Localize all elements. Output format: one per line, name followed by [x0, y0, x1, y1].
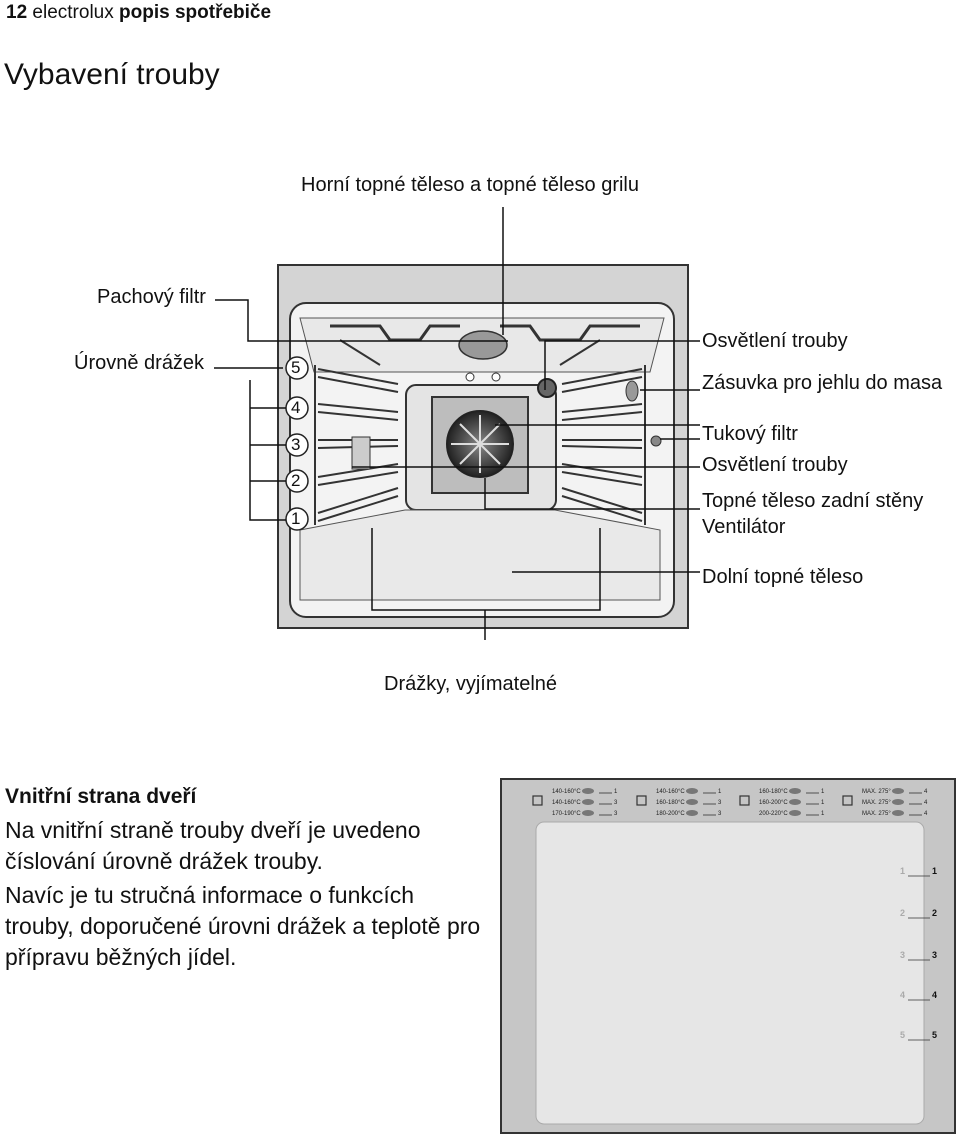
dish-icon — [686, 788, 698, 794]
label-meat-probe-socket: Zásuvka pro jehlu do masa — [702, 372, 943, 394]
level-number-2: 2 — [291, 471, 301, 490]
function-icon-3 — [739, 795, 750, 806]
label-oven-light-side: Osvětlení trouby — [702, 454, 848, 476]
door-table-level: 4 — [924, 800, 928, 806]
door-level-mark-faint: 4 — [900, 990, 905, 1000]
section-name: popis spotřebiče — [119, 2, 272, 23]
brand-name: electrolux — [32, 2, 114, 23]
level-number-3: 3 — [291, 435, 301, 454]
door-table-level: 3 — [614, 811, 618, 817]
door-table-temp: 160-200°C — [759, 800, 788, 806]
door-table-temp: 160-180°C — [656, 800, 685, 806]
dish-icon — [892, 810, 904, 816]
dish-icon — [686, 810, 698, 816]
dish-icon — [789, 788, 801, 794]
label-shelf-levels: Úrovně drážek — [74, 352, 205, 374]
function-icon-4 — [842, 795, 853, 806]
dish-icon — [892, 799, 904, 805]
dish-icon — [582, 799, 594, 805]
door-table-temp: MAX. 275° — [862, 800, 891, 806]
top-light — [458, 330, 508, 360]
door-table-temp: 140-160°C — [552, 800, 581, 806]
door-level-number: 5 — [932, 1030, 937, 1040]
function-icon-1 — [532, 795, 543, 806]
door-level-mark-faint: 5 — [900, 1030, 905, 1040]
paragraph-levels: Na vnitřní straně trouby dveří je uveden… — [5, 817, 421, 874]
label-odour-filter: Pachový filtr — [97, 286, 206, 308]
door-table-level: 3 — [718, 800, 722, 806]
dish-icon — [686, 799, 698, 805]
oven-diagram — [214, 207, 700, 640]
door-level-number: 2 — [932, 908, 937, 918]
door-table-level: 1 — [821, 811, 825, 817]
top-heater — [330, 324, 640, 342]
door-table-temp: 170-190°C — [552, 811, 581, 817]
page-title: Vybavení trouby — [4, 58, 220, 91]
door-table-level: 4 — [924, 811, 928, 817]
door-table-level: 1 — [614, 789, 618, 795]
door-table-temp: MAX. 275° — [862, 789, 891, 795]
door-table-temp: MAX. 275° — [862, 811, 891, 817]
door-table-temp: 200-220°C — [759, 811, 788, 817]
door-table-level: 1 — [718, 789, 722, 795]
door-level-mark-faint: 1 — [900, 866, 905, 876]
label-rear-heater: Topné těleso zadní stěny — [702, 490, 924, 512]
door-level-number: 3 — [932, 950, 937, 960]
door-level-mark-faint: 3 — [900, 950, 905, 960]
level-number-1: 1 — [291, 509, 301, 528]
door-glass — [535, 821, 925, 1125]
door-table-level: 1 — [821, 789, 825, 795]
dish-icon — [892, 788, 904, 794]
door-table-level: 3 — [614, 800, 618, 806]
door-table-temp: 140-160°C — [656, 789, 685, 795]
label-bottom-heater: Dolní topné těleso — [702, 566, 864, 588]
door-illustration: 140-160°C 1 140-160°C 3 170-190°C 3 140-160°C 1… — [500, 778, 956, 1134]
label-oven-light-top: Osvětlení trouby — [702, 330, 848, 352]
paragraph-info: Navíc je tu stručná informace o funkcích… — [5, 882, 481, 970]
function-icon-2 — [636, 795, 647, 806]
label-removable-runners: Drážky, vyjímatelné — [384, 673, 558, 695]
level-number-5: 5 — [291, 358, 301, 377]
door-table-level: 1 — [821, 800, 825, 806]
door-table-temp: 160-180°C — [759, 789, 788, 795]
label-grease-filter: Tukový filtr — [702, 423, 798, 445]
page-number: 12 — [6, 2, 28, 23]
door-level-number: 1 — [932, 866, 937, 876]
door-table-level: 3 — [718, 811, 722, 817]
level-number-4: 4 — [291, 398, 301, 417]
door-level-number: 4 — [932, 990, 937, 1000]
side-light — [625, 380, 639, 402]
dish-icon — [789, 799, 801, 805]
door-table-level: 4 — [924, 789, 928, 795]
dish-icon — [582, 810, 594, 816]
label-fan: Ventilátor — [702, 516, 786, 538]
dish-icon — [789, 810, 801, 816]
meat-probe-socket-icon — [537, 378, 557, 398]
page-header: 12 electrolux popis spotřebiče — [6, 2, 271, 24]
section-title: Vnitřní strana dveří — [5, 785, 197, 808]
door-table-temp: 140-160°C — [552, 789, 581, 795]
dish-icon — [582, 788, 594, 794]
door-table-temp: 180-200°C — [656, 811, 685, 817]
door-level-mark-faint: 2 — [900, 908, 905, 918]
label-top-heater: Horní topné těleso a topné těleso grilu — [301, 174, 639, 196]
